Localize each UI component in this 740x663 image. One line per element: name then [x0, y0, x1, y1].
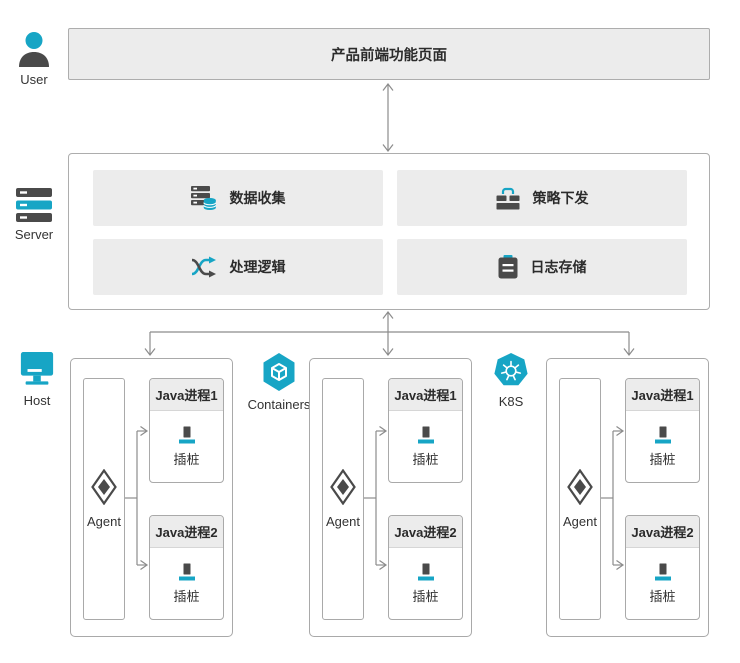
server-icon — [16, 188, 52, 222]
java-process-title: Java进程2 — [626, 516, 699, 548]
k8s-group: Agent Java进程1 插桩 Java进程2 插桩 — [546, 358, 709, 637]
agent-label: Agent — [563, 514, 597, 529]
module-data-collection: 数据收集 — [93, 170, 383, 226]
host-icon — [20, 352, 54, 385]
frontend-page-title: 产品前端功能页面 — [331, 47, 447, 64]
k8s-label: K8S — [498, 394, 524, 409]
containers-legend: Containers — [234, 352, 324, 412]
module-log-storage: 日志存储 — [397, 239, 687, 295]
java-process-title: Java进程2 — [389, 516, 462, 548]
containers-icon — [263, 353, 295, 391]
instrumentation-icon — [417, 563, 434, 580]
module-label: 数据收集 — [229, 190, 286, 206]
log-storage-icon — [498, 255, 517, 279]
java-process-node: Java进程2 插桩 — [625, 515, 700, 620]
module-label: 日志存储 — [530, 259, 587, 275]
agent-label: Agent — [326, 514, 360, 529]
user-icon — [19, 32, 49, 67]
instrumentation-icon — [417, 426, 434, 443]
host-label: Host — [23, 393, 51, 408]
host-legend: Host — [14, 352, 60, 408]
agent-node: Agent — [559, 378, 601, 620]
module-label: 处理逻辑 — [229, 259, 286, 275]
instrumentation-label: 插桩 — [412, 451, 439, 467]
instrumentation-label: 插桩 — [173, 451, 200, 467]
module-process-logic: 处理逻辑 — [93, 239, 383, 295]
agent-node: Agent — [83, 378, 125, 620]
policy-dispatch-icon — [496, 187, 519, 209]
server-legend: Server — [8, 188, 60, 242]
java-process-title: Java进程1 — [150, 379, 223, 411]
server-label: Server — [14, 227, 54, 242]
frontend-page-node: 产品前端功能页面 — [68, 28, 710, 80]
agent-node: Agent — [322, 378, 364, 620]
k8s-icon — [494, 353, 528, 386]
instrumentation-label: 插桩 — [649, 451, 676, 467]
instrumentation-icon — [654, 426, 671, 443]
java-process-title: Java进程2 — [150, 516, 223, 548]
agent-label: Agent — [87, 514, 121, 529]
java-process-node: Java进程2 插桩 — [149, 515, 224, 620]
java-process-node: Java进程1 插桩 — [388, 378, 463, 483]
process-logic-icon — [191, 256, 216, 278]
k8s-legend: K8S — [466, 352, 556, 409]
user-legend: User — [12, 31, 56, 87]
server-node: 数据收集 策略下发 处理逻辑 — [68, 153, 710, 310]
containers-group: Agent Java进程1 插桩 Java进程2 插桩 — [309, 358, 472, 637]
java-process-title: Java进程1 — [626, 379, 699, 411]
instrumentation-label: 插桩 — [649, 588, 676, 604]
instrumentation-icon — [654, 563, 671, 580]
host-group: Agent Java进程1 插桩 Java进程2 插桩 — [70, 358, 233, 637]
java-process-node: Java进程1 插桩 — [625, 378, 700, 483]
instrumentation-label: 插桩 — [173, 588, 200, 604]
data-collection-icon — [190, 186, 216, 210]
instrumentation-icon — [178, 426, 195, 443]
user-label: User — [20, 72, 48, 87]
java-process-title: Java进程1 — [389, 379, 462, 411]
module-policy-dispatch: 策略下发 — [397, 170, 687, 226]
agent-icon — [567, 469, 593, 505]
java-process-node: Java进程2 插桩 — [388, 515, 463, 620]
containers-label: Containers — [247, 397, 311, 412]
instrumentation-icon — [178, 563, 195, 580]
agent-icon — [91, 469, 117, 505]
module-label: 策略下发 — [532, 190, 589, 206]
agent-icon — [330, 469, 356, 505]
instrumentation-label: 插桩 — [412, 588, 439, 604]
java-process-node: Java进程1 插桩 — [149, 378, 224, 483]
